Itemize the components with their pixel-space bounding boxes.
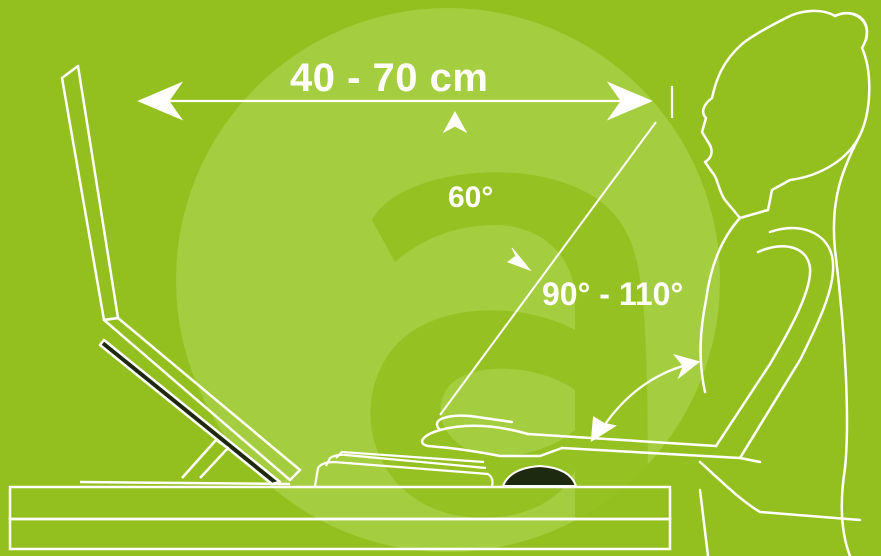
mouse	[501, 464, 578, 487]
keyboard	[313, 450, 494, 487]
viewing-angle-markers	[439, 110, 657, 416]
viewing-angle-label: 60°	[448, 181, 494, 214]
elbow-angle-label: 90° - 110°	[542, 276, 684, 312]
elbow-angle-arc	[590, 354, 701, 443]
distance-arrow	[137, 81, 674, 121]
distance-label: 40 - 70 cm	[290, 56, 489, 100]
watermark-logo	[176, 8, 720, 552]
desk	[8, 485, 672, 551]
seated-person-silhouette	[420, 9, 871, 556]
laptop-on-stand	[60, 64, 302, 486]
